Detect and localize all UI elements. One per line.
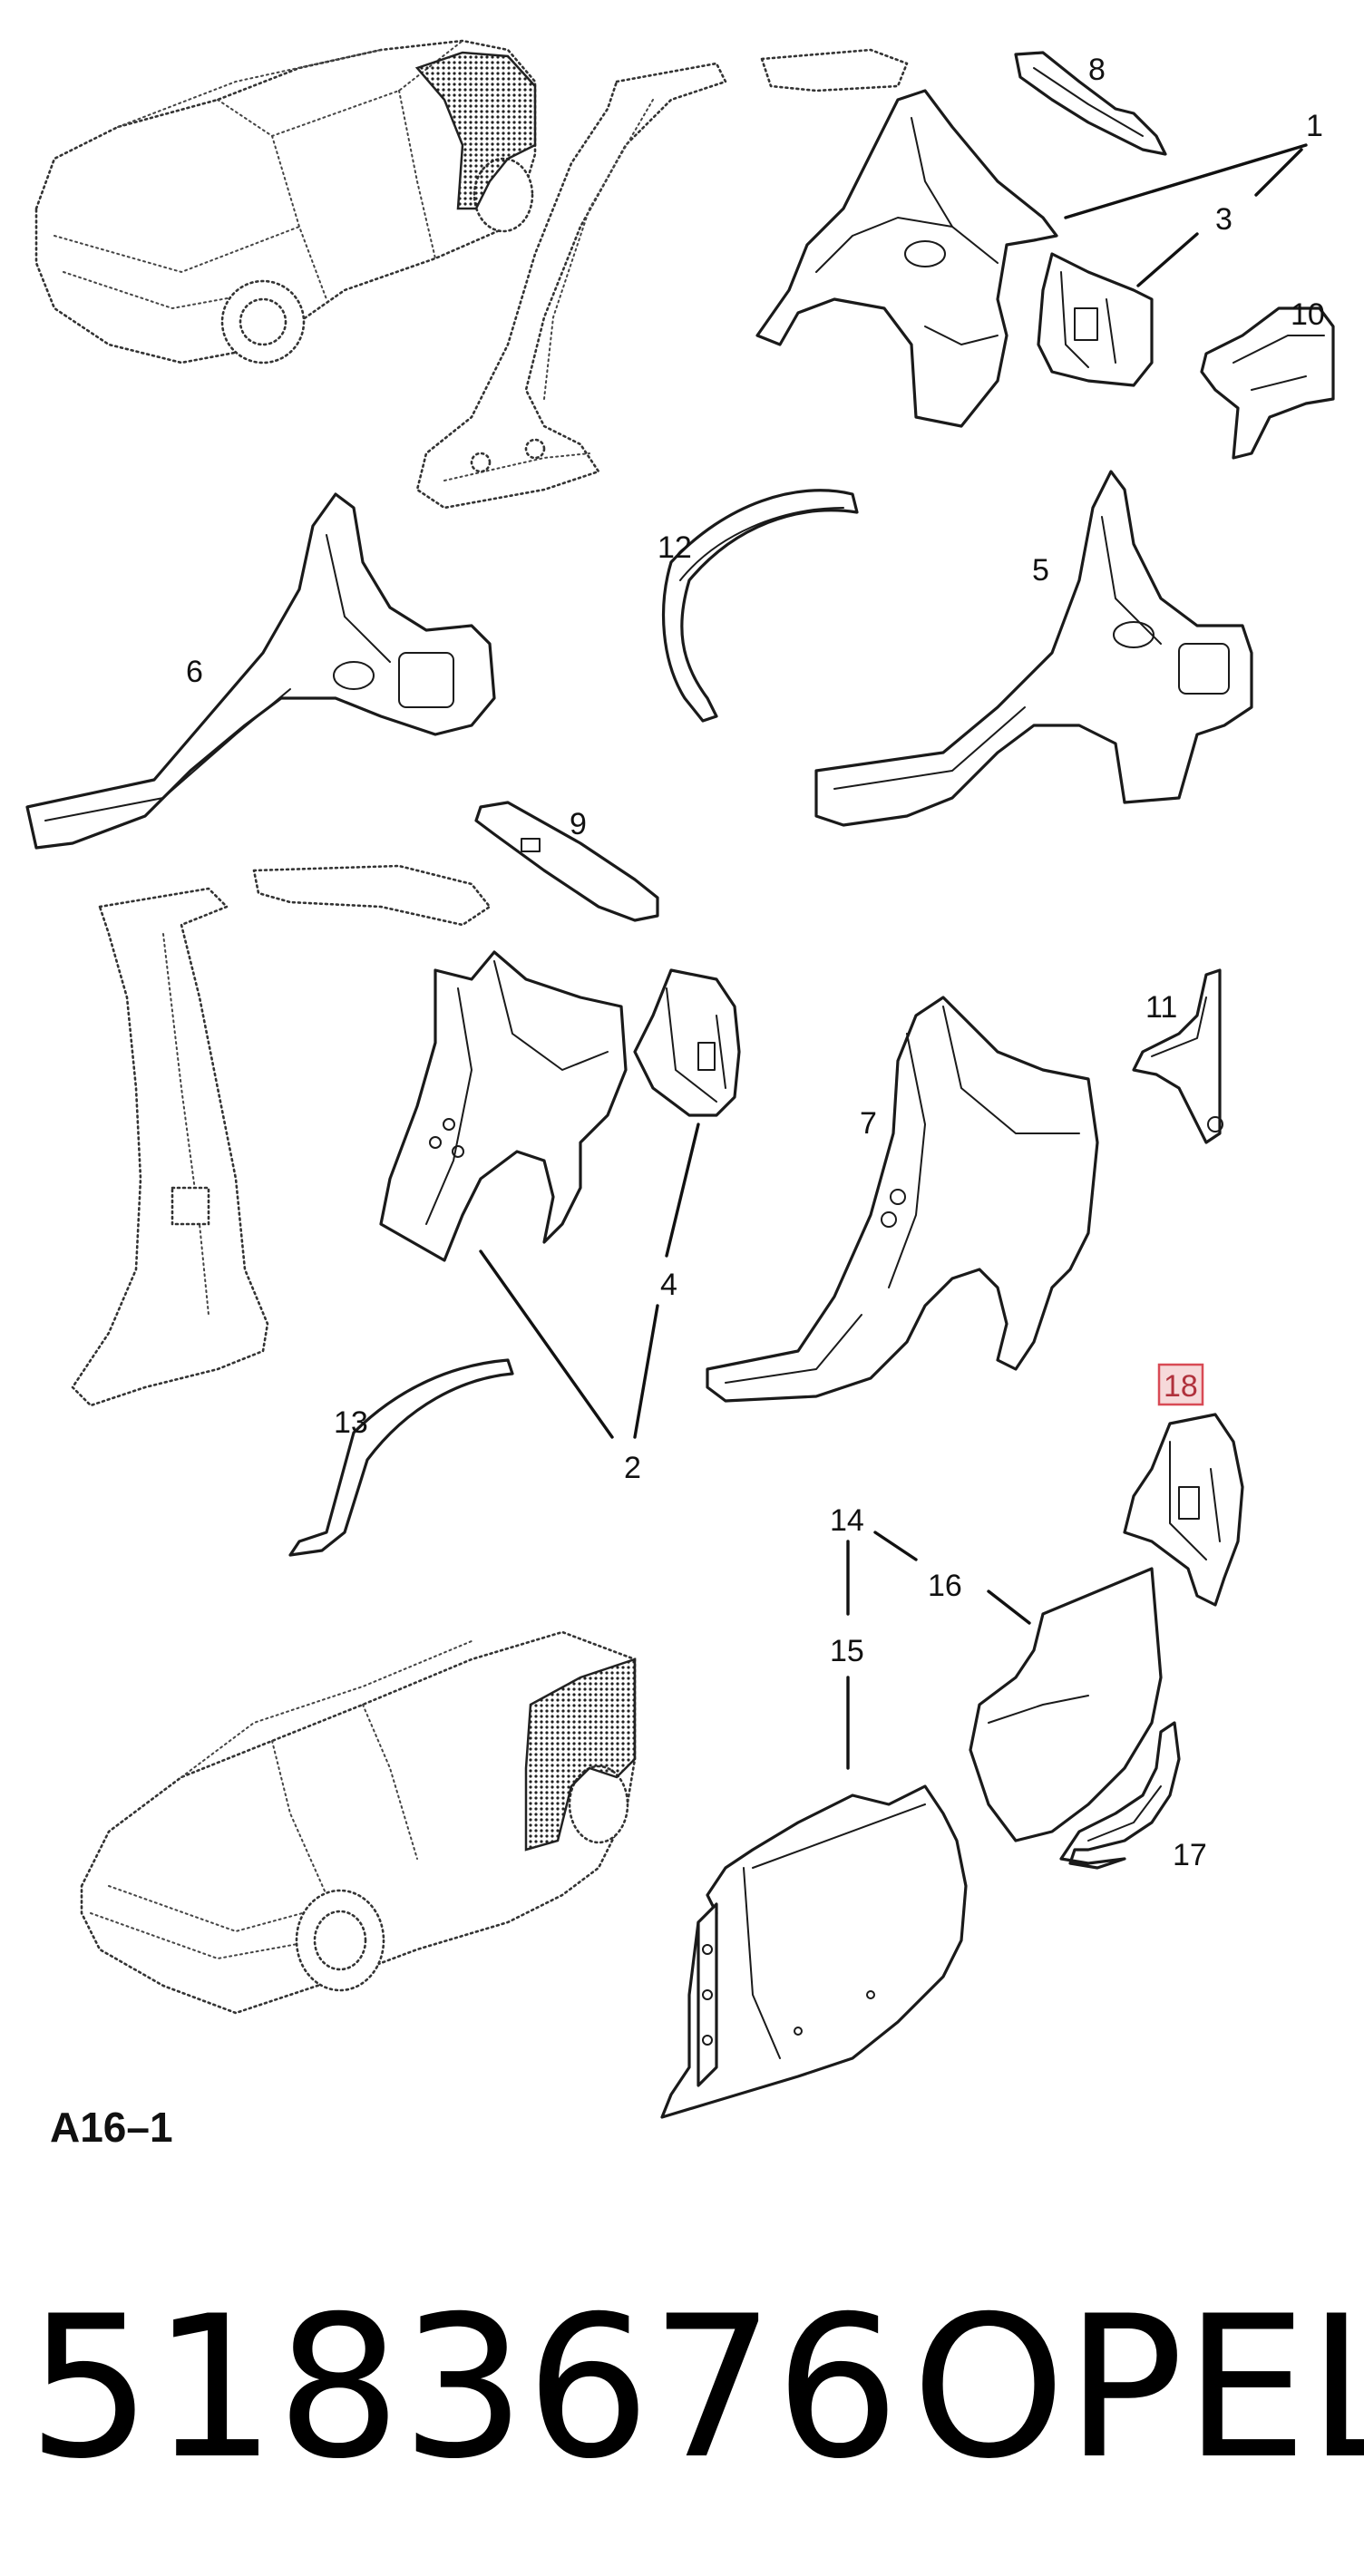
callout-17: 17	[1173, 1838, 1207, 1872]
callout-12: 12	[658, 530, 692, 565]
callout-1: 1	[1306, 109, 1323, 143]
callout-15: 15	[830, 1634, 864, 1668]
pillar-assembly-middle	[71, 864, 492, 1407]
callout-10: 10	[1291, 297, 1325, 332]
callout-18-highlight	[1157, 1363, 1204, 1406]
convertible-car-illustration	[80, 1630, 637, 2015]
brand-name: OPEL	[911, 2274, 1364, 2502]
callout-16: 16	[928, 1569, 962, 1603]
callout-6: 6	[186, 655, 203, 689]
leader-lines	[479, 143, 1308, 1770]
part-7-quarter-panel-full	[706, 996, 1099, 1403]
part-number: 5183676	[27, 2274, 900, 2502]
part-2-quarter-panel-outer	[379, 950, 628, 1262]
part-3-wheel-housing-inner	[1037, 252, 1154, 387]
callout-14: 14	[830, 1503, 864, 1538]
part-6-side-panel-inner	[25, 492, 496, 850]
callout-4: 4	[660, 1268, 677, 1302]
callout-13: 13	[334, 1405, 368, 1440]
part-11-corner-piece	[1132, 968, 1223, 1144]
part-10-corner-panel	[1200, 306, 1335, 460]
part-15-side-panel-long	[660, 1784, 968, 2119]
pillar-assembly-top	[415, 48, 909, 510]
part-8-bracket	[1014, 51, 1167, 156]
part-1-quarter-panel	[755, 89, 1058, 428]
part-9-pillar-reinforcement	[474, 801, 659, 922]
callout-2: 2	[624, 1451, 641, 1485]
callout-labels: 1 2 3 4 5 6 7 8 9 10 11 12 13 14 15 16 1…	[186, 53, 1325, 1872]
part-13-arch-trim	[288, 1358, 514, 1557]
callout-11: 11	[1145, 990, 1177, 1025]
part-4-housing-bracket	[633, 968, 741, 1117]
callout-18: 18	[1164, 1369, 1198, 1404]
part-5-side-panel-outer	[814, 470, 1253, 827]
part-18-housing-bracket	[1123, 1413, 1244, 1607]
callout-8: 8	[1088, 53, 1106, 87]
part-17-wheel-arch-panel	[1059, 1721, 1181, 1870]
hatchback-car-illustration	[34, 39, 537, 365]
callout-3: 3	[1215, 202, 1232, 237]
part-16-rear-panel	[969, 1567, 1163, 1842]
callout-7: 7	[860, 1106, 877, 1141]
diagram-reference-code: A16–1	[50, 2104, 173, 2151]
part-12-wheel-arch-trim	[661, 489, 859, 723]
callout-5: 5	[1032, 553, 1049, 588]
callout-9: 9	[570, 807, 587, 841]
